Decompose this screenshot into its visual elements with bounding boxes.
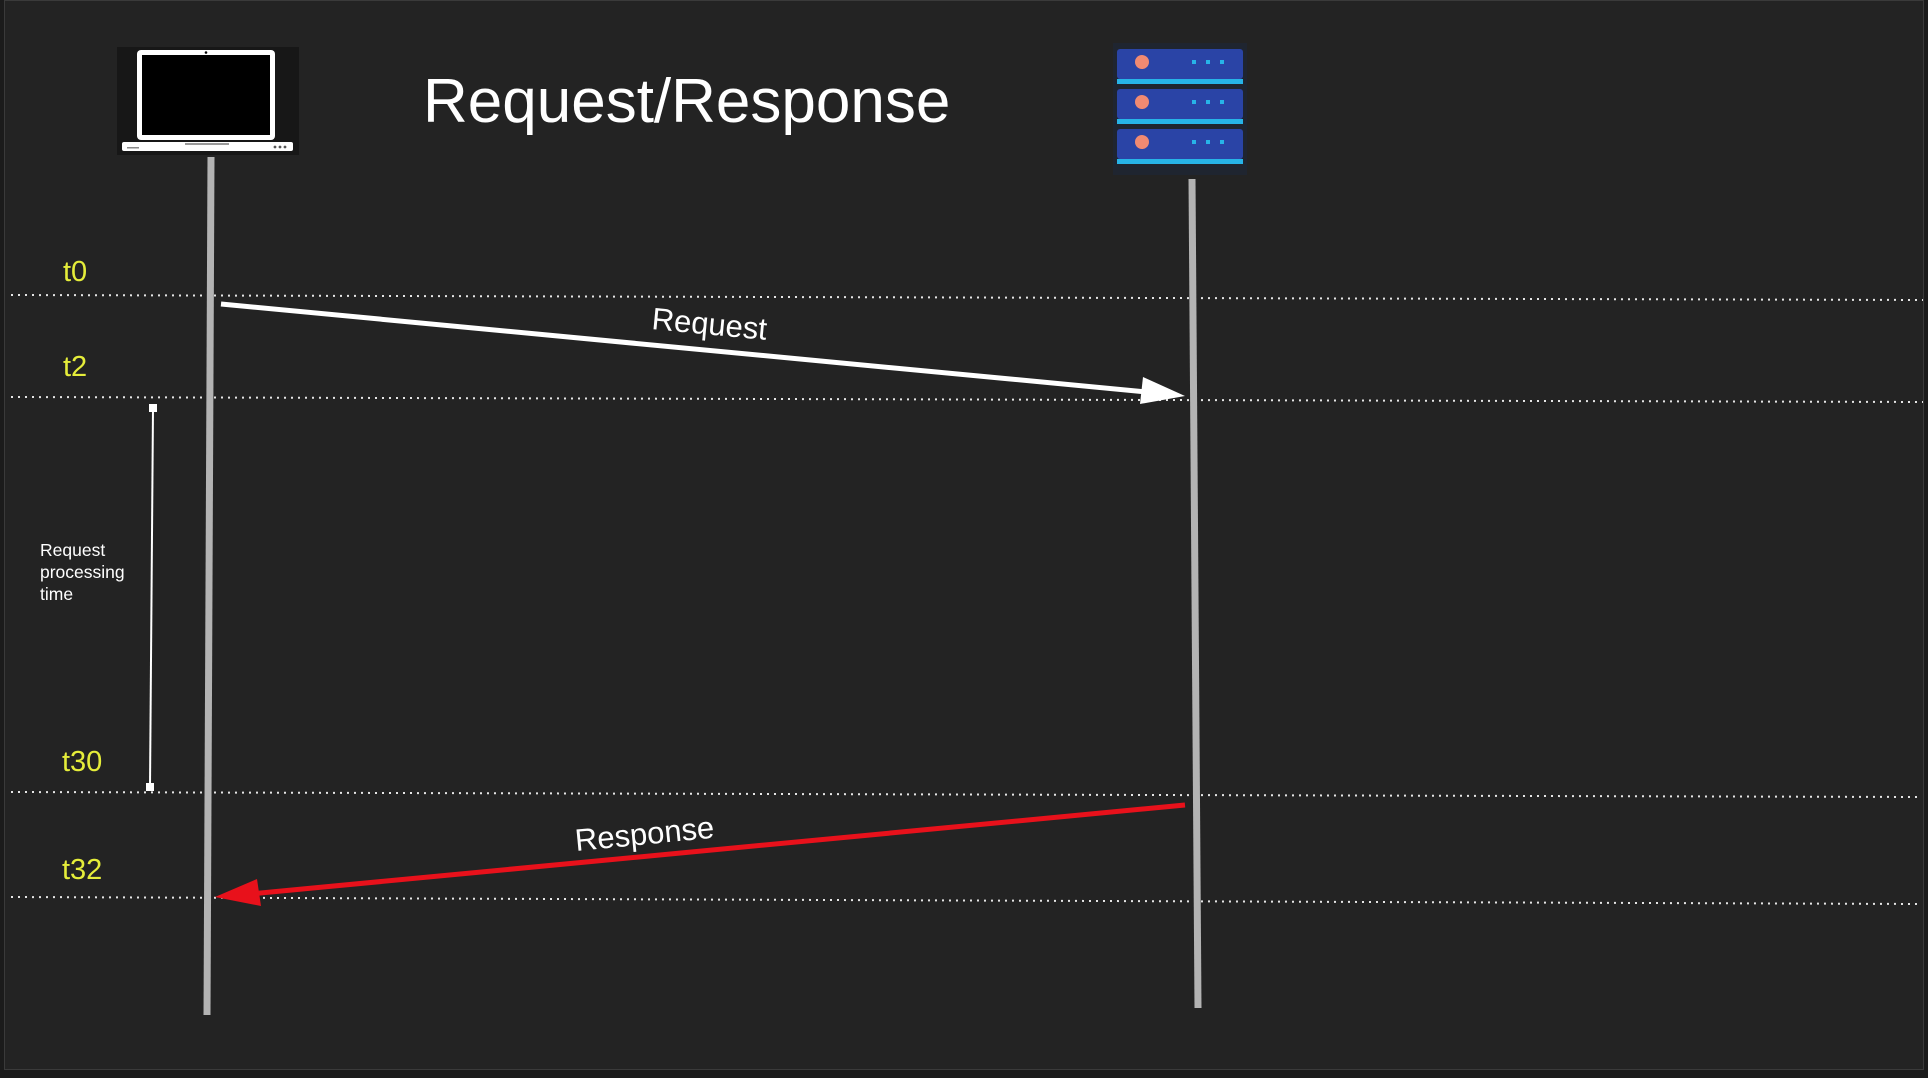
- time-label-t0: t0: [63, 256, 87, 288]
- time-label-t2: t2: [63, 351, 87, 383]
- time-line-t0: [10, 294, 1924, 301]
- processing-time-note: Request processing time: [40, 540, 130, 604]
- sequence-diagram: Request/Response: [10, 43, 1924, 1016]
- time-label-t30: t30: [62, 746, 102, 778]
- request-label: Request: [650, 301, 769, 347]
- server-rack-icon: [1113, 43, 1247, 175]
- time-label-t32: t32: [62, 854, 102, 886]
- time-line-t30: [10, 791, 1918, 798]
- slide: Request/Response: [4, 0, 1924, 1070]
- response-arrow: [215, 802, 1186, 906]
- server-lifeline: [1188, 178, 1202, 1009]
- request-arrow: [220, 301, 1185, 404]
- time-line-t2: [10, 396, 1924, 403]
- time-line-t32: [10, 896, 1918, 905]
- diagram-title: Request/Response: [423, 67, 950, 136]
- laptop-icon: [117, 47, 299, 155]
- client-lifeline: [203, 156, 215, 1016]
- processing-interval-bracket: [146, 404, 157, 791]
